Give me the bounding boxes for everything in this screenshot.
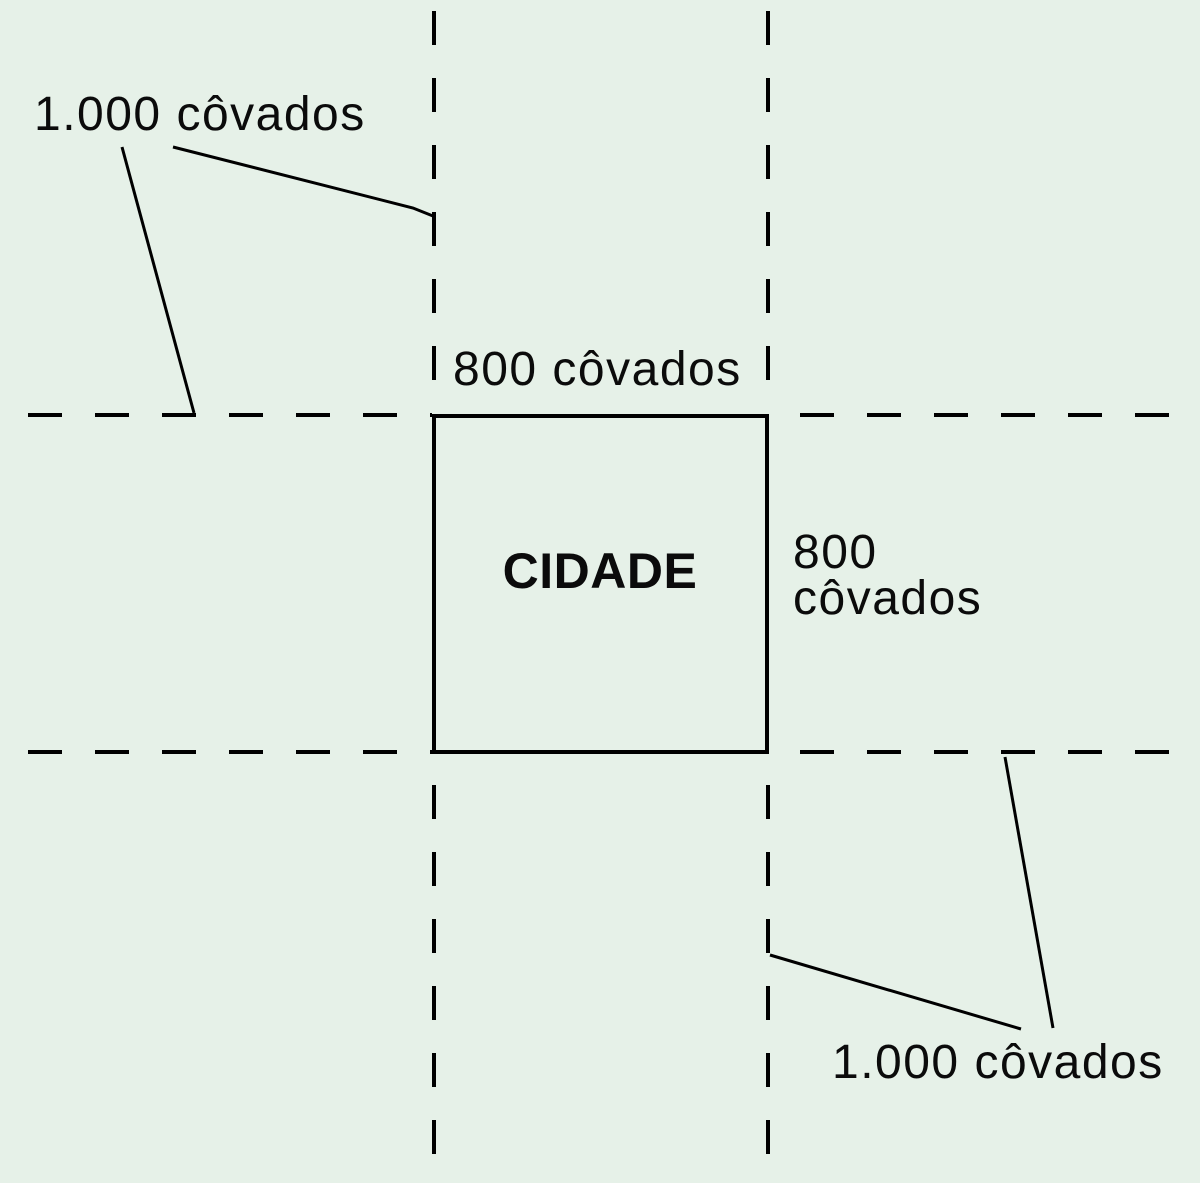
city-label: CIDADE (503, 543, 698, 599)
city-width-top-label: 800 côvados (453, 343, 742, 396)
leader-line-top-left-to-horizontal (120, 146, 196, 414)
pasture-bottom-right-label: 1.000 côvados (832, 1036, 1164, 1089)
leader-line-bottom-right-to-vertical (769, 953, 1022, 1031)
city-height-right-label: 800 côvados (793, 526, 982, 625)
city-height-right-label-line1: 800 (793, 526, 878, 579)
leader-line-bottom-right-to-horizontal (1003, 756, 1055, 1029)
city-square (432, 414, 769, 754)
pasture-top-left-label: 1.000 côvados (34, 88, 366, 141)
city-height-right-label-line2: côvados (793, 572, 982, 625)
leader-line-top-left-to-vertical (172, 145, 434, 218)
